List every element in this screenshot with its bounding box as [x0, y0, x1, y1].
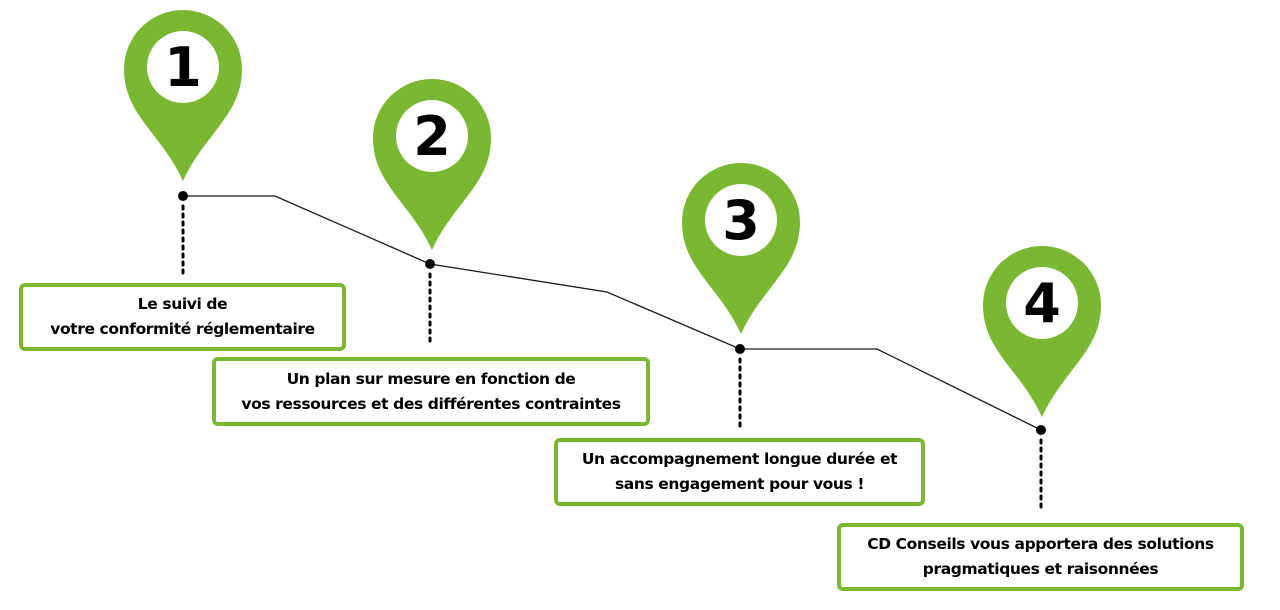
pin-number-2: 2	[413, 105, 451, 168]
pin-number-3: 3	[722, 189, 760, 252]
step-box-2: Un plan sur mesure en fonction de vos re…	[212, 357, 650, 426]
node-dot-3	[735, 344, 745, 354]
map-pin-icon: 3	[682, 163, 800, 334]
step-box-4: CD Conseils vous apportera des solutions…	[837, 523, 1244, 591]
step-3-line-2: sans engagement pour vous !	[614, 475, 865, 493]
map-pin-icon: 4	[983, 246, 1101, 417]
node-dot-2	[425, 259, 435, 269]
pin-number-1: 1	[164, 36, 202, 99]
step-box-3: Un accompagnement longue durée et sans e…	[554, 438, 925, 506]
step-2-line-1: Un plan sur mesure en fonction de	[286, 369, 576, 388]
step-1-line-1: Le suivi de	[137, 295, 228, 313]
step-box-1: Le suivi de votre conformité réglementai…	[19, 283, 346, 351]
connector-line	[183, 195, 1042, 431]
step-3-line-1: Un accompagnement longue durée et	[581, 450, 898, 468]
step-2-line-2: vos ressources et des différentes contra…	[241, 394, 621, 413]
node-dot-4	[1036, 425, 1046, 435]
map-pin-icon: 1	[124, 10, 242, 181]
node-dot-1	[178, 191, 188, 201]
step-4-line-2: pragmatiques et raisonnées	[922, 560, 1159, 578]
map-pin-icon: 2	[373, 79, 491, 250]
step-4-line-1: CD Conseils vous apportera des solutions	[867, 535, 1214, 553]
step-1-line-2: votre conformité réglementaire	[50, 320, 315, 338]
pin-number-4: 4	[1023, 272, 1061, 335]
